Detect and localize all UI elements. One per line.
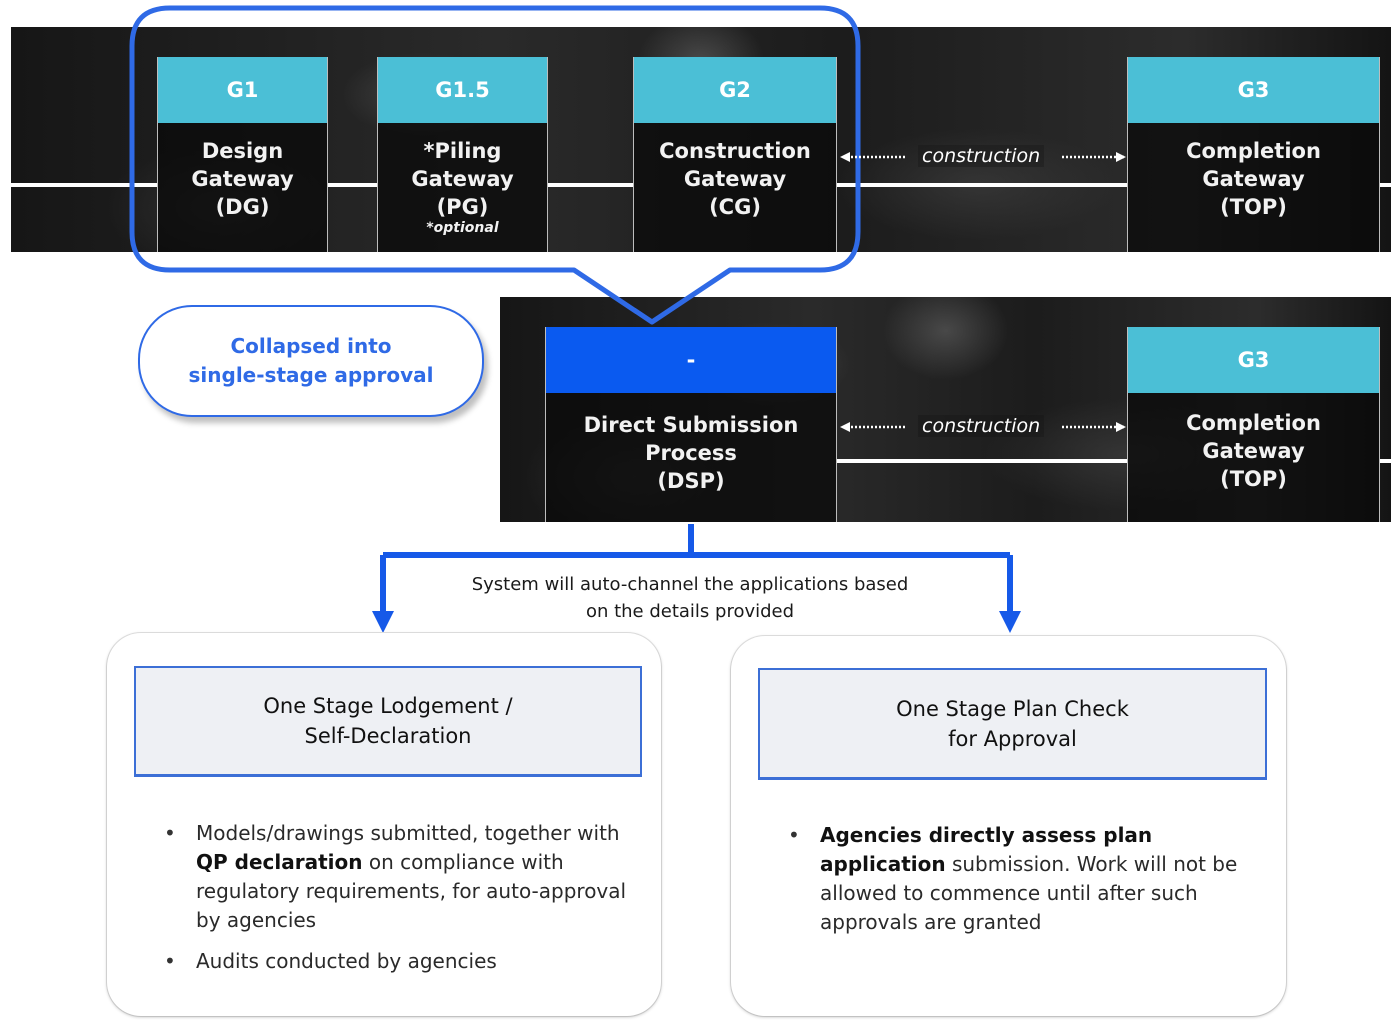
gate-name: Design Gateway (DG) bbox=[158, 123, 327, 221]
gate-g1: G1 Design Gateway (DG) bbox=[157, 57, 328, 252]
top-flow-line bbox=[1379, 183, 1391, 187]
plan-check-title-line: One Stage Plan Check bbox=[896, 696, 1129, 721]
new-flow-line bbox=[836, 459, 1127, 463]
gate-code: G2 bbox=[634, 57, 836, 123]
gate-code: - bbox=[546, 327, 836, 393]
gate-optional-note: *optional bbox=[426, 220, 499, 236]
top-flow-line bbox=[327, 183, 378, 187]
gate-g2: G2 Construction Gateway (CG) bbox=[633, 57, 837, 252]
gate-name-line: Gateway bbox=[191, 167, 294, 191]
gate-name-line: Gateway bbox=[411, 167, 514, 191]
arrow-down-left-icon bbox=[372, 611, 394, 633]
gate-g3: G3 Completion Gateway (TOP) bbox=[1127, 57, 1380, 252]
collapsed-callout: Collapsed into single-stage approval bbox=[138, 305, 484, 417]
bullet-bold-text: Agencies directly assess plan applicatio… bbox=[820, 823, 1153, 876]
gate-name-line: Completion bbox=[1186, 411, 1321, 435]
plan-check-title: One Stage Plan Check for Approval bbox=[758, 668, 1267, 780]
gate-name-line: (TOP) bbox=[1220, 467, 1287, 491]
gate-name-line: Gateway bbox=[1202, 439, 1305, 463]
auto-channel-note: System will auto-channel the application… bbox=[450, 571, 930, 625]
lodgement-title-line: One Stage Lodgement / bbox=[263, 694, 513, 718]
gate-name-line: (TOP) bbox=[1220, 195, 1287, 219]
bullet-text: on compliance with regulatory requiremen… bbox=[196, 850, 627, 932]
gate-name: Completion Gateway (TOP) bbox=[1128, 123, 1379, 221]
construction-label: construction bbox=[918, 415, 1045, 437]
list-item: Agencies directly assess plan applicatio… bbox=[788, 821, 1248, 937]
construction-label: construction bbox=[918, 145, 1045, 167]
bullet-text: submission. Work will not be allowed to … bbox=[820, 852, 1238, 934]
top-flow-line bbox=[11, 183, 157, 187]
plan-check-bullets: Agencies directly assess plan applicatio… bbox=[788, 821, 1248, 949]
collapsed-callout-line: single-stage approval bbox=[188, 363, 434, 387]
gate-name-line: Gateway bbox=[1202, 167, 1305, 191]
gate-name-line: (DSP) bbox=[657, 469, 725, 493]
gate-name-line: Gateway bbox=[683, 167, 787, 191]
gate-code: G3 bbox=[1128, 327, 1379, 393]
lodgement-title-line: Self-Declaration bbox=[304, 724, 472, 748]
gate-g1-5: G1.5 *Piling Gateway (PG) *optional bbox=[377, 57, 548, 252]
gate-name-line: (PG) bbox=[436, 195, 489, 219]
gate-name-line: (DG) bbox=[215, 195, 270, 219]
gate-name: Completion Gateway (TOP) bbox=[1128, 393, 1379, 493]
plan-check-title-line: for Approval bbox=[948, 726, 1077, 751]
gate-name: Construction Gateway (CG) bbox=[634, 123, 836, 221]
gate-name: Direct Submission Process (DSP) bbox=[546, 393, 836, 495]
bullet-text: Models/drawings submitted, together with bbox=[196, 821, 620, 845]
new-flow-line bbox=[1379, 459, 1391, 463]
gate-g3-new: G3 Completion Gateway (TOP) bbox=[1127, 327, 1380, 522]
lodgement-bullets: Models/drawings submitted, together with… bbox=[164, 819, 634, 988]
top-flow-line bbox=[836, 183, 1127, 187]
gate-name-line: Direct Submission bbox=[583, 413, 799, 437]
auto-channel-line: on the details provided bbox=[585, 601, 795, 622]
gate-code: G1 bbox=[158, 57, 327, 123]
bullet-bold-text: QP declaration bbox=[196, 850, 363, 874]
bullet-text: Audits conducted by agencies bbox=[196, 949, 497, 973]
gate-name-line: Construction bbox=[659, 139, 811, 163]
gate-code: G3 bbox=[1128, 57, 1379, 123]
lodgement-title: One Stage Lodgement / Self-Declaration bbox=[134, 666, 642, 777]
gate-name-line: Design bbox=[201, 139, 284, 163]
gate-name-line: (CG) bbox=[709, 195, 761, 219]
collapsed-callout-line: Collapsed into bbox=[230, 334, 392, 358]
gate-code: G1.5 bbox=[378, 57, 547, 123]
gate-name-line: Process bbox=[645, 441, 737, 465]
list-item: Models/drawings submitted, together with… bbox=[164, 819, 634, 935]
auto-channel-line: System will auto-channel the application… bbox=[471, 574, 909, 595]
gate-name-line: Completion bbox=[1186, 139, 1321, 163]
gate-name-line: *Piling bbox=[423, 139, 502, 163]
gate-dsp: - Direct Submission Process (DSP) bbox=[545, 327, 837, 522]
gate-name: *Piling Gateway (PG) *optional bbox=[378, 123, 547, 235]
arrow-down-right-icon bbox=[999, 611, 1021, 633]
list-item: Audits conducted by agencies bbox=[164, 947, 634, 976]
top-flow-line bbox=[547, 183, 633, 187]
